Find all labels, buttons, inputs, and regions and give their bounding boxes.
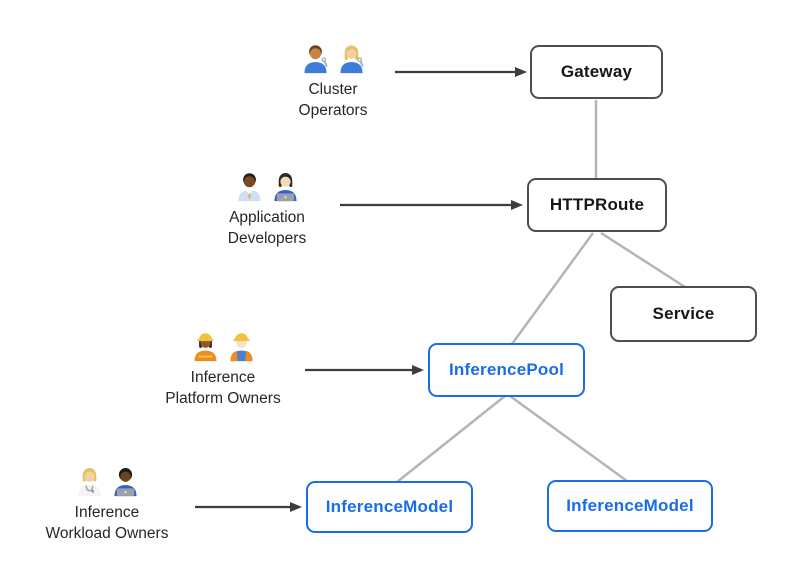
application-developers-label: Application Developers — [227, 209, 307, 247]
woman-mechanic-icon — [340, 45, 364, 74]
node-httproute: HTTPRoute — [527, 178, 667, 232]
persona-inference-workload-owners: Inference Workload Owners — [17, 464, 197, 544]
edge-inferencepool-inferencemodel-left — [396, 395, 506, 483]
node-inferencemodel-right: InferenceModel — [547, 480, 713, 532]
inference-platform-owners-icons — [189, 329, 258, 363]
health-worker-icon — [78, 468, 100, 497]
inference-platform-owners-label: Inference Platform Owners — [165, 369, 281, 407]
woman-construction-worker-icon — [194, 333, 216, 362]
persona-application-developers: Application Developers — [177, 169, 357, 249]
man-construction-worker-icon — [230, 333, 252, 362]
man-mechanic-icon — [304, 45, 328, 74]
node-service: Service — [610, 286, 757, 342]
cluster-operators-icons — [299, 41, 368, 75]
persona-cluster-operators: Cluster Operators — [243, 41, 423, 121]
inference-workload-owners-icons — [73, 464, 142, 498]
edge-httproute-inferencepool — [510, 232, 595, 345]
man-office-worker-icon — [238, 173, 260, 202]
man-technologist-icon — [114, 468, 136, 497]
persona-inference-platform-owners: Inference Platform Owners — [133, 329, 313, 409]
edge-inferencepool-inferencemodel-right — [509, 394, 628, 483]
edge-httproute-service — [600, 231, 686, 289]
node-inferencemodel-left: InferenceModel — [306, 481, 473, 533]
node-inferencepool: InferencePool — [428, 343, 585, 397]
woman-technologist-icon — [274, 173, 296, 202]
inference-workload-owners-label: Inference Workload Owners — [45, 504, 169, 542]
cluster-operators-label: Cluster Operators — [298, 81, 368, 119]
node-gateway: Gateway — [530, 45, 663, 99]
application-developers-icons — [233, 169, 302, 203]
